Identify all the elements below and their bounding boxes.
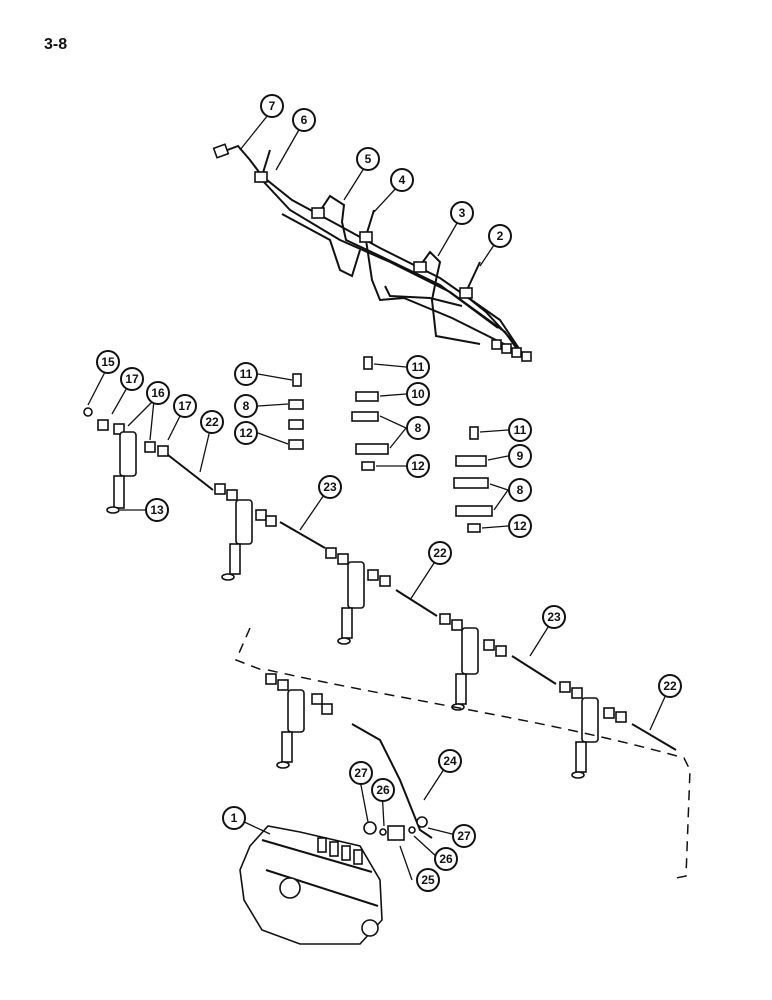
svg-text:23: 23 (547, 610, 561, 624)
callout-8b: 8 (406, 416, 430, 440)
callout-22b: 22 (428, 541, 452, 565)
svg-text:3: 3 (459, 206, 466, 220)
callout-7: 7 (260, 94, 284, 118)
svg-text:1: 1 (231, 811, 238, 825)
callout-12b: 12 (406, 454, 430, 478)
callout-11b: 11 (406, 355, 430, 379)
svg-text:13: 13 (150, 503, 164, 517)
callout-11a: 11 (234, 362, 258, 386)
callout-3: 3 (450, 201, 474, 225)
svg-text:2: 2 (497, 229, 504, 243)
injection-pump (239, 825, 383, 945)
svg-text:17: 17 (125, 372, 139, 386)
svg-text:25: 25 (421, 873, 435, 887)
callout-23a: 23 (318, 475, 342, 499)
svg-text:12: 12 (513, 519, 527, 533)
callout-12a: 12 (234, 421, 258, 445)
callout-4: 4 (390, 168, 414, 192)
svg-text:9: 9 (517, 449, 524, 463)
callout-11c: 11 (508, 418, 532, 442)
svg-text:11: 11 (412, 360, 425, 374)
callout-23b: 23 (542, 605, 566, 629)
callout-12c: 12 (508, 514, 532, 538)
svg-text:22: 22 (433, 546, 447, 560)
svg-text:7: 7 (269, 99, 276, 113)
callout-15: 15 (96, 350, 120, 374)
leader-lines (87, 114, 669, 881)
svg-text:27: 27 (354, 766, 368, 780)
svg-text:8: 8 (517, 483, 524, 497)
callout-25: 25 (416, 868, 440, 892)
svg-text:4: 4 (399, 173, 406, 187)
svg-text:6: 6 (301, 113, 308, 127)
svg-text:5: 5 (365, 152, 372, 166)
callout-26b: 26 (434, 847, 458, 871)
callout-9: 9 (508, 444, 532, 468)
injection-lines-assembly (212, 143, 532, 362)
svg-text:8: 8 (243, 399, 250, 413)
callout-5: 5 (356, 147, 380, 171)
callout-16: 16 (146, 381, 170, 405)
callout-22a: 22 (200, 410, 224, 434)
callout-2: 2 (488, 224, 512, 248)
callout-6: 6 (292, 108, 316, 132)
svg-text:12: 12 (411, 459, 425, 473)
svg-text:22: 22 (205, 415, 219, 429)
callout-13: 13 (145, 498, 169, 522)
svg-text:10: 10 (411, 387, 425, 401)
callout-27b: 27 (452, 824, 476, 848)
svg-text:11: 11 (240, 367, 253, 381)
svg-text:17: 17 (178, 399, 192, 413)
svg-text:24: 24 (443, 754, 457, 768)
callout-1: 1 (222, 806, 246, 830)
callout-8c: 8 (508, 478, 532, 502)
callouts: 7 6 5 4 3 2 15 17 16 17 22 11 8 12 11 10… (96, 94, 682, 892)
clamp-hardware (288, 356, 493, 533)
callout-24: 24 (438, 749, 462, 773)
callout-10: 10 (406, 382, 430, 406)
callout-8a: 8 (234, 394, 258, 418)
svg-text:26: 26 (376, 783, 390, 797)
callout-27a: 27 (349, 761, 373, 785)
svg-text:16: 16 (151, 386, 165, 400)
svg-text:11: 11 (514, 423, 527, 437)
svg-text:23: 23 (323, 480, 337, 494)
svg-text:26: 26 (439, 852, 453, 866)
callout-22c: 22 (658, 674, 682, 698)
svg-text:22: 22 (663, 679, 677, 693)
injectors-and-pipes (83, 407, 691, 879)
callout-26a: 26 (371, 778, 395, 802)
page-number: 3-8 (44, 36, 68, 53)
svg-text:27: 27 (457, 829, 471, 843)
callout-17b: 17 (173, 394, 197, 418)
svg-text:12: 12 (239, 426, 253, 440)
callout-17a: 17 (120, 367, 144, 391)
svg-text:8: 8 (415, 421, 422, 435)
svg-text:15: 15 (101, 355, 115, 369)
